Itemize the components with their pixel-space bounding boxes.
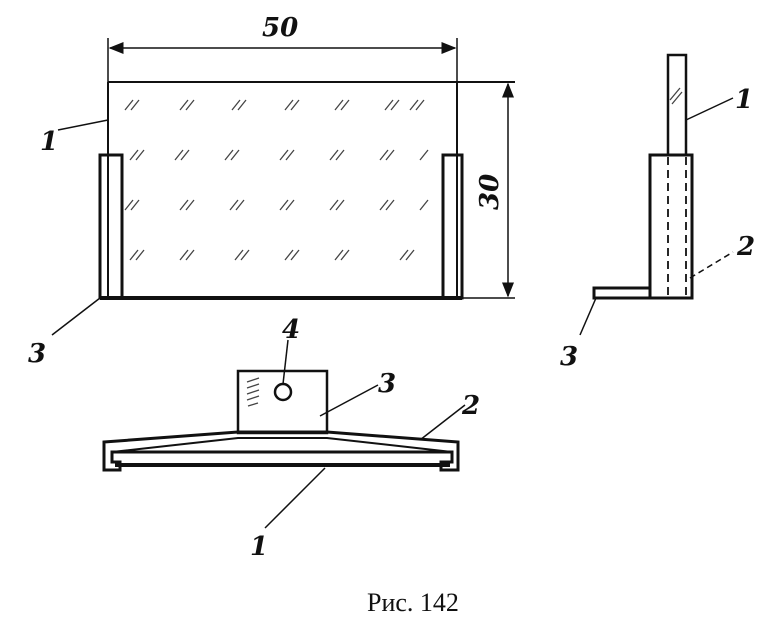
leader-line <box>689 251 734 279</box>
leader-line <box>319 384 379 417</box>
glass-hatching <box>124 99 429 261</box>
leader-line <box>57 119 109 131</box>
label-1-top: 1 <box>250 532 268 562</box>
figure-caption: Рис. 142 <box>367 588 459 617</box>
hole <box>273 382 293 402</box>
label-3-top: 3 <box>378 369 396 399</box>
base-holder <box>102 430 460 472</box>
label-1-front: 1 <box>40 127 58 157</box>
front-view: 50 30 1 3 <box>28 13 515 369</box>
leader-line <box>51 297 101 336</box>
glass-edge <box>666 53 688 157</box>
label-3-side: 3 <box>560 342 578 372</box>
left-post <box>98 153 124 300</box>
label-3-front: 3 <box>28 339 46 369</box>
label-4-top: 4 <box>282 315 300 345</box>
label-2-side: 2 <box>736 232 755 262</box>
foot <box>592 286 650 300</box>
top-view: 4 3 2 1 <box>102 315 480 562</box>
leader-line <box>282 339 289 385</box>
leader-line <box>685 97 734 121</box>
height-dimension-label: 30 <box>475 174 505 210</box>
leader-line <box>579 297 597 336</box>
label-2-top: 2 <box>461 391 480 421</box>
leader-line <box>264 467 326 529</box>
label-1-side: 1 <box>735 85 753 115</box>
leader-line <box>419 404 466 441</box>
right-post <box>441 153 464 300</box>
side-view: 1 2 3 <box>560 53 755 372</box>
holder-inner-line <box>111 437 453 453</box>
holder <box>648 153 694 300</box>
width-dimension-label: 50 <box>262 13 298 43</box>
